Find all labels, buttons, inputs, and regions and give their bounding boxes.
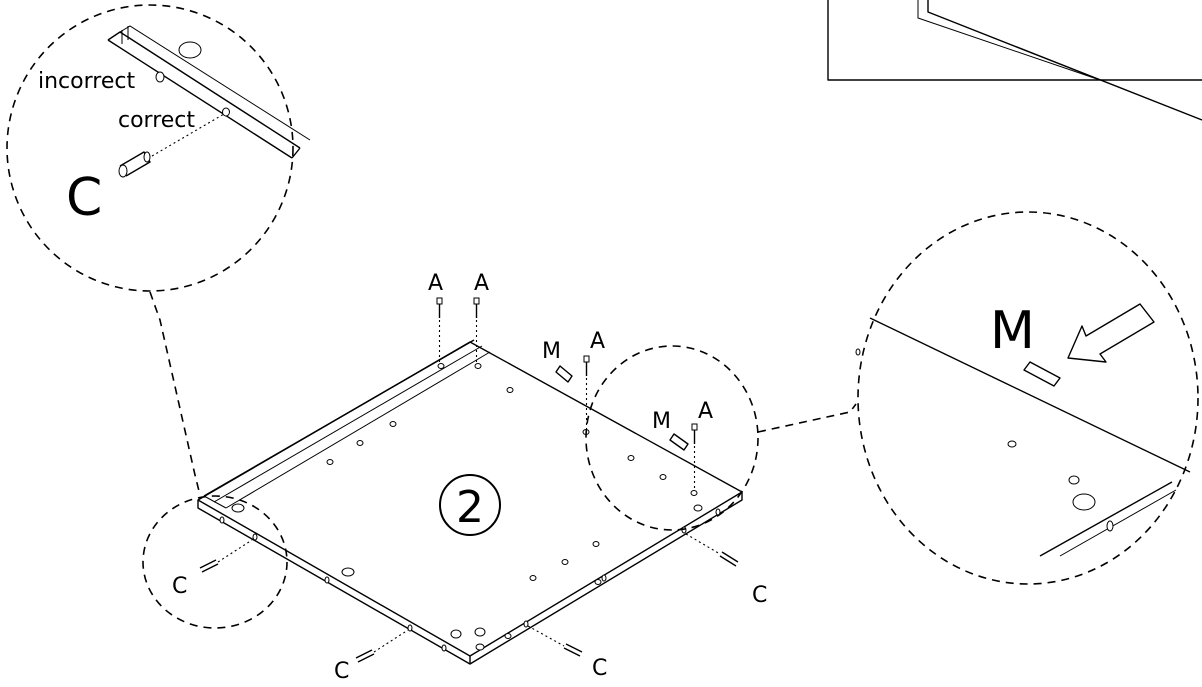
dowel-c-label-1: C xyxy=(172,574,187,599)
screw-a-3: A xyxy=(583,329,605,430)
incorrect-label: incorrect xyxy=(38,69,135,94)
dowel-c-4: C xyxy=(685,533,767,608)
panel-hole xyxy=(178,41,202,59)
pad-m-label-1: M xyxy=(542,339,561,364)
screw-a-label-4: A xyxy=(698,399,713,424)
dowel-c-label-2: C xyxy=(334,659,349,682)
correct-label: correct xyxy=(118,108,195,133)
screw-a-label-1: A xyxy=(428,271,443,296)
dowel-c-label-3: C xyxy=(592,656,607,681)
pad-detail-circle xyxy=(585,345,759,531)
corner-detail-circle xyxy=(142,495,288,629)
detail-leader-left xyxy=(149,291,201,496)
pad-large-detail-circle: M xyxy=(855,211,1199,585)
screw-a-label-3: A xyxy=(590,329,605,354)
insert-arrow-icon xyxy=(1067,303,1155,363)
detail-leader-right xyxy=(757,403,857,433)
pad-m-large xyxy=(1023,361,1061,387)
step-number: 2 xyxy=(456,482,484,533)
dowel-detail-circle: incorrect correct C xyxy=(6,4,311,292)
dowel-c-1: C xyxy=(172,539,253,599)
dowel-c-label-4: C xyxy=(752,583,767,608)
edge-holes xyxy=(219,508,721,652)
screw-a-1: A xyxy=(428,271,443,364)
dowel-c-3: C xyxy=(527,625,607,681)
correct-hole xyxy=(222,107,230,117)
screw-a-label-2: A xyxy=(474,271,489,296)
pad-m-label-large: M xyxy=(990,301,1035,361)
previous-step-frame xyxy=(827,0,1202,121)
step-number-circle xyxy=(439,474,501,536)
dowel-c-large xyxy=(118,151,151,178)
main-panel: 2 xyxy=(197,339,743,665)
screw-a-2: A xyxy=(473,271,489,364)
pad-m-1: M xyxy=(542,339,573,383)
dowel-c-2: C xyxy=(334,629,409,684)
dowel-c-label-large: C xyxy=(66,168,102,228)
screw-a-4: A xyxy=(691,399,713,490)
incorrect-hole xyxy=(155,71,165,83)
pad-m-2: M xyxy=(652,409,689,451)
pad-m-label-2: M xyxy=(652,409,671,434)
